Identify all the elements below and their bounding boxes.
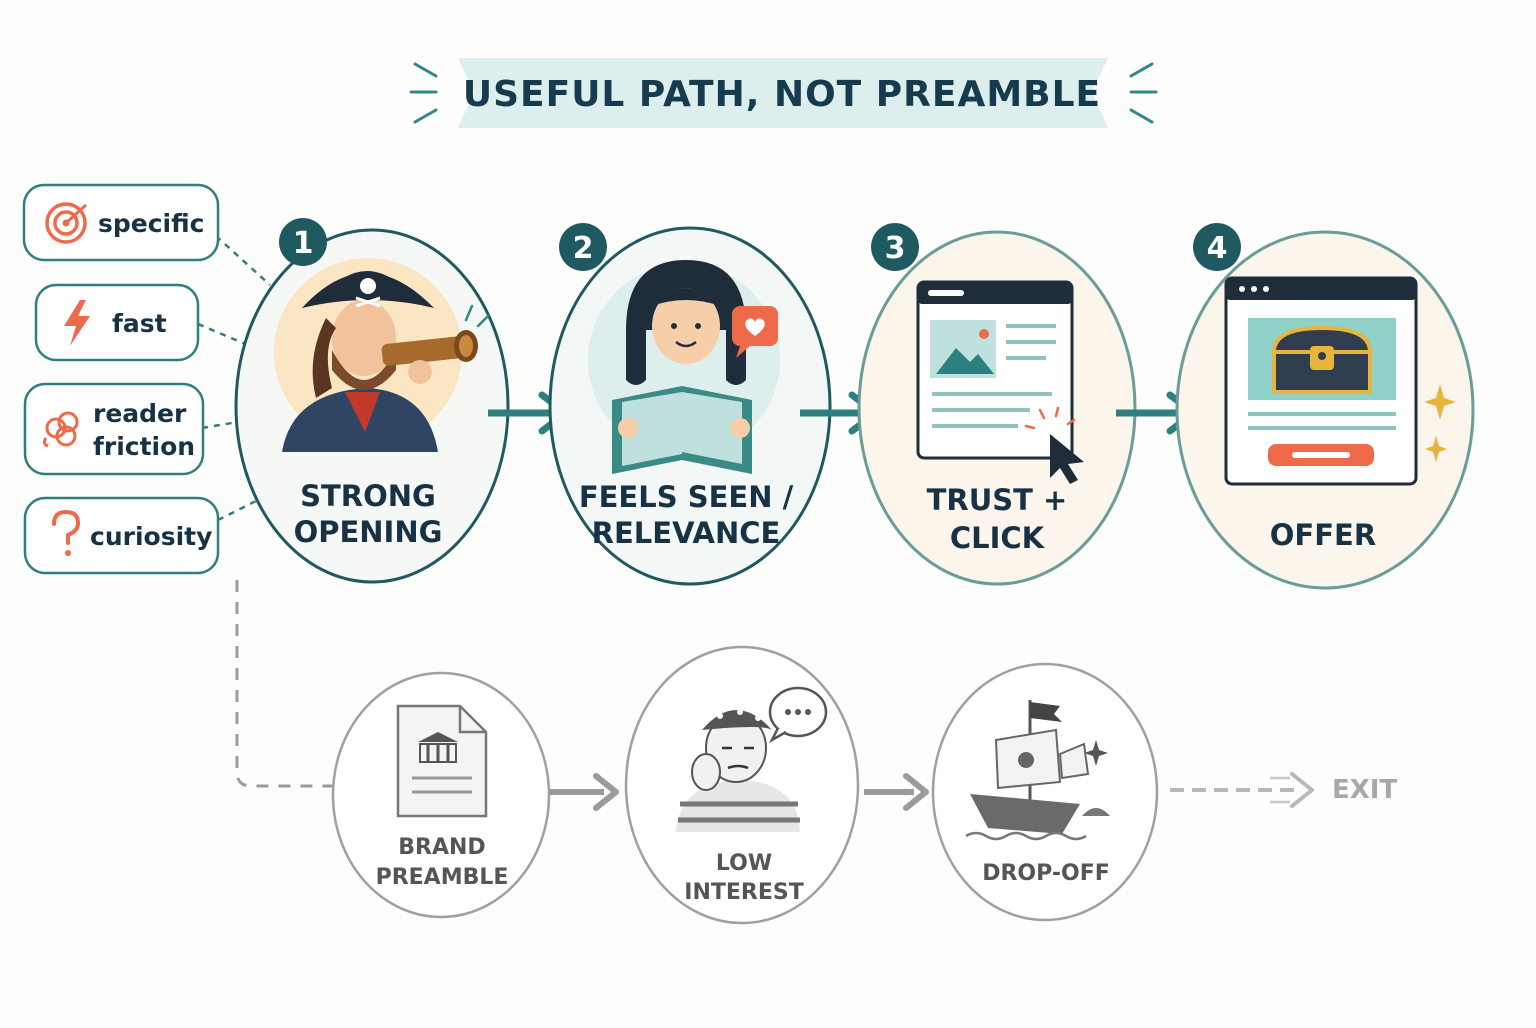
step-number: 3: [885, 231, 906, 266]
browser-treasure-chest-icon: [1224, 276, 1418, 486]
question-mark-icon: [52, 509, 81, 556]
bad-step-brand-preamble: BRAND PREAMBLE: [331, 671, 551, 919]
title-banner: USEFUL PATH, NOT PREAMBLE: [409, 58, 1158, 128]
bad-step-drop-off: DROP-OFF: [931, 662, 1159, 922]
step-number-badge: [1193, 223, 1241, 271]
cursor-icon: [1050, 434, 1084, 484]
exit-label: EXIT: [1332, 775, 1397, 805]
pirate-with-spyglass-icon: [274, 258, 490, 452]
step-label-line2: OPENING: [294, 515, 443, 549]
step-label-line1: FEELS SEEN /: [579, 480, 794, 514]
trait-pill-fast: fast: [34, 283, 200, 362]
step-4-offer: OFFER 4: [1175, 223, 1475, 590]
flow-arrow-muted: [550, 773, 619, 811]
sparkle-lines-left-icon: [409, 62, 438, 124]
page-title: USEFUL PATH, NOT PREAMBLE: [463, 74, 1101, 115]
skull-icon: [355, 278, 381, 308]
bored-pirate-icon: [676, 686, 828, 832]
trait-label: curiosity: [90, 522, 212, 551]
trait-label: specific: [98, 209, 204, 238]
step-number: 4: [1207, 231, 1228, 266]
target-icon: [45, 202, 88, 244]
step-label-line2: CLICK: [950, 521, 1046, 555]
browser-click-icon: [916, 280, 1084, 484]
step-label: OFFER: [1270, 518, 1376, 552]
sparkle-lines-right-icon: [1129, 62, 1158, 124]
bad-step-low-interest: LOW INTEREST: [624, 645, 860, 925]
knot-icon: [42, 411, 79, 448]
lightning-icon: [64, 300, 90, 346]
step-number: 2: [573, 231, 594, 266]
trait-pill-specific: specific: [22, 183, 220, 262]
flow-arrow-muted: [864, 773, 929, 811]
step-2-feels-seen: FEELS SEEN / RELEVANCE 2: [548, 223, 832, 586]
bad-step-label-line2: PREAMBLE: [376, 865, 509, 890]
step-number-badge: [559, 223, 607, 271]
treasure-chest-icon: [1271, 325, 1373, 394]
bad-step-label: DROP-OFF: [982, 861, 1110, 886]
speech-bubble-icon: [768, 686, 828, 744]
reader-with-book-icon: [588, 260, 780, 474]
trait-label: fast: [112, 309, 167, 338]
heart-speech-bubble-icon: [732, 306, 778, 358]
step-number-badge: [871, 223, 919, 271]
step-number-badge: [279, 218, 327, 266]
trait-label-line1: reader: [93, 399, 187, 428]
trait-pill-curiosity: curiosity: [23, 496, 220, 575]
trait-label-line2: friction: [93, 432, 195, 461]
sparkle-icon: [1424, 384, 1456, 462]
step-number: 1: [293, 226, 314, 261]
bad-step-label-line1: BRAND: [398, 835, 485, 860]
step-label-line1: TRUST +: [927, 483, 1068, 517]
trait-pill-reader-friction: reader friction: [23, 382, 205, 476]
bad-step-label-line2: INTEREST: [684, 880, 803, 905]
step-3-trust-click: TRUST + CLICK 3: [857, 223, 1137, 586]
step-label-line1: STRONG: [300, 479, 436, 513]
step-label-line2: RELEVANCE: [592, 516, 781, 550]
bad-path-connector: [235, 580, 332, 788]
bad-step-label-line1: LOW: [716, 851, 772, 876]
exit-arrow: [1170, 772, 1314, 808]
sinking-ship-icon: [965, 700, 1110, 841]
document-bank-icon: [396, 704, 488, 818]
step-1-strong-opening: STRONG OPENING 1: [234, 218, 510, 584]
